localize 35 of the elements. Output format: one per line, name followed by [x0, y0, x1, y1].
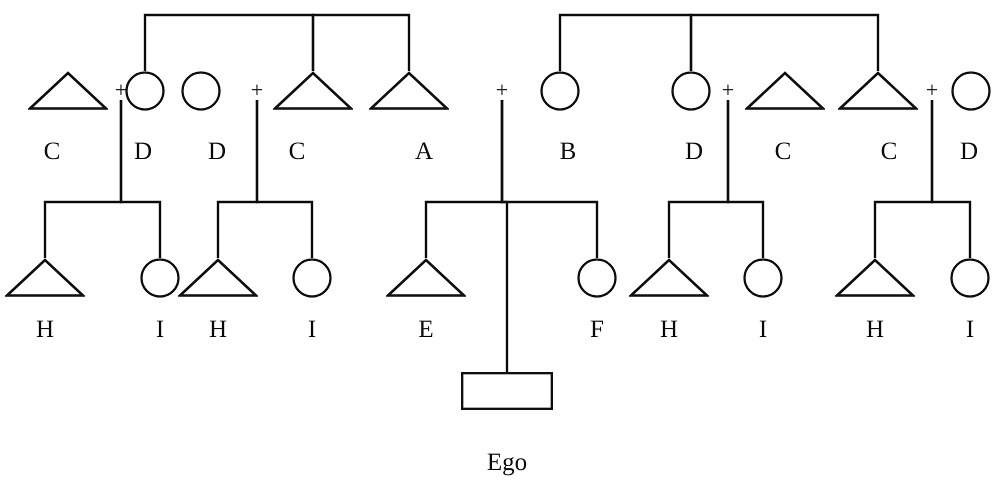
person-label: I [758, 316, 768, 344]
marriage-sign: + [496, 79, 508, 101]
marriage-sign: + [250, 79, 264, 101]
person-label: I [308, 316, 316, 344]
person-label: I [156, 316, 164, 344]
person-label: D [960, 138, 978, 166]
person-label: E [418, 316, 434, 344]
person-label: H [36, 316, 54, 344]
person-label: C [44, 138, 60, 166]
ego-label: Ego [486, 449, 528, 477]
person-label: C [288, 138, 306, 166]
person-label: A [414, 138, 434, 166]
person-label: F [590, 316, 604, 344]
person-label: I [966, 316, 974, 344]
person-label: D [134, 138, 152, 166]
descent-line [500, 100, 508, 372]
person-label: H [660, 316, 678, 344]
person-label: H [866, 316, 884, 344]
marriage-sign: + [114, 79, 128, 101]
sibling-line [144, 14, 314, 71]
descent-line [120, 100, 162, 258]
person-label: D [684, 138, 704, 166]
marriage-sign: + [722, 79, 734, 101]
descent-line [930, 100, 972, 258]
person-label: B [560, 138, 576, 166]
sibling-line [558, 14, 692, 71]
person-label: H [208, 316, 228, 344]
person-label: C [880, 138, 898, 166]
person-label: D [208, 138, 226, 166]
sibling-line [690, 14, 880, 71]
descent-line [726, 100, 764, 258]
descent-line [256, 100, 314, 258]
person-label: C [774, 138, 792, 166]
marriage-sign: + [926, 79, 938, 101]
sibling-line [312, 14, 410, 71]
